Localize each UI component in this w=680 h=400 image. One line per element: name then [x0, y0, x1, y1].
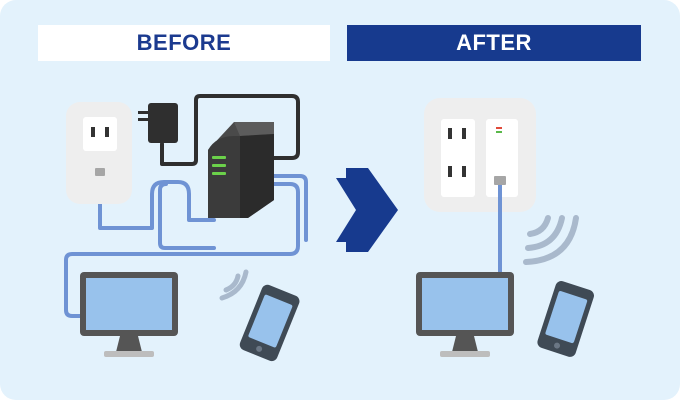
wifi-waves-icon [523, 215, 579, 265]
router-icon [208, 122, 274, 218]
smartphone-icon [537, 281, 594, 357]
after-header-label: AFTER [456, 30, 532, 55]
lan-cables-icon [64, 173, 308, 318]
wifi-waves-icon [219, 269, 249, 301]
wall-outlet-icon [66, 102, 132, 204]
smartphone-icon [239, 284, 300, 362]
right-arrow-icon [336, 168, 398, 252]
adapter-cord-icon [160, 94, 300, 166]
after-header: AFTER [347, 25, 641, 61]
outlet-with-lan-port-icon [424, 98, 536, 212]
before-header: BEFORE [38, 25, 330, 61]
before-header-label: BEFORE [136, 30, 232, 55]
desktop-monitor-icon [80, 272, 178, 357]
ac-adapter-icon [138, 103, 178, 143]
desktop-monitor-icon [416, 272, 514, 357]
